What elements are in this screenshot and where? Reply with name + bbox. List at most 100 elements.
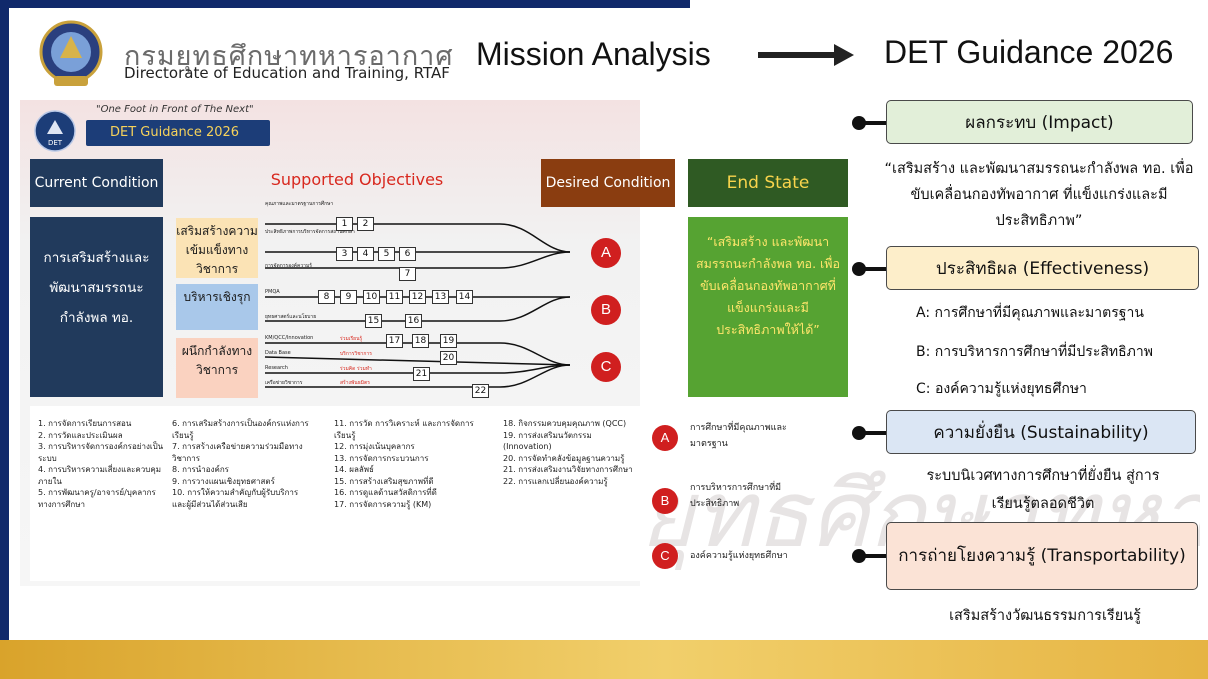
objective-box: 18 <box>412 334 429 348</box>
list-item: 14. ผลลัพธ์ <box>334 465 374 474</box>
connector-dot <box>852 116 866 130</box>
connector-line <box>862 554 886 558</box>
wire-red-label: ร่วมเรียนรู้ <box>340 336 363 342</box>
det-logo-icon: DET <box>34 110 76 152</box>
objective-box: 4 <box>357 247 374 261</box>
rtaf-emblem-logo <box>39 20 103 86</box>
list-item: 18. กิจกรรมควบคุมคุณภาพ (QCC) <box>503 419 627 428</box>
org-name-thai: กรมยุทธศึกษาทหารอากาศ <box>124 41 454 72</box>
objective-box: 15 <box>365 314 382 328</box>
legend-c-text: องค์ความรู้แห่งยุทธศึกษา <box>690 551 788 561</box>
list-item: 6. การเสริมสร้างการเป็นองค์กรแห่งการเรีย… <box>172 419 309 440</box>
legend-b-text: การบริหารการศึกษาที่มีประสิทธิภาพ <box>690 483 782 509</box>
org-name-english: Directorate of Education and Training, R… <box>124 64 450 82</box>
objective-box: 13 <box>432 290 449 304</box>
end-state-box: “เสริมสร้าง และพัฒนาสมรรถนะกำลังพล ทอ. เ… <box>688 217 848 397</box>
impact-box: ผลกระทบ (Impact) <box>886 100 1193 144</box>
connector-dot <box>852 549 866 563</box>
wire-red-label: สร้างพันธมิตร <box>340 380 370 386</box>
objective-box: 12 <box>409 290 426 304</box>
wire-label: Data Base <box>265 350 291 356</box>
top-navy-bar <box>0 0 690 8</box>
outcome-a-circle: A <box>591 238 621 268</box>
objectives-list-panel <box>30 406 640 581</box>
det-logo-text: DET <box>48 139 63 147</box>
list-item: 22. การแลกเปลี่ยนองค์ความรู้ <box>503 476 608 486</box>
wire-label: คุณภาพและมาตรฐานการศึกษา <box>265 201 334 207</box>
list-item: 21. การส่งเสริมงานวิจัยทางการศึกษา <box>503 465 633 474</box>
effectiveness-item-a: A: การศึกษาที่มีคุณภาพและมาตรฐาน <box>916 305 1144 321</box>
list-item: 13. การจัดการกระบวนการ <box>334 453 429 463</box>
list-item: 15. การสร้างเสริมสุขภาพที่ดี <box>334 476 434 486</box>
supported-objectives-header: Supported Objectives <box>270 170 444 189</box>
transportability-text: เสริมสร้างวัฒนธรรมการเรียนรู้ <box>949 608 1141 624</box>
objective-box: 16 <box>405 314 422 328</box>
desired-condition-header: Desired Condition <box>541 159 675 207</box>
objective-box: 14 <box>456 290 473 304</box>
list-item: 19. การส่งเสริมนวัตกรรม (Innovation) <box>503 430 592 452</box>
connector-dot <box>852 262 866 276</box>
wire-label: เครือข่ายวิชาการ <box>265 380 303 386</box>
sustainability-box: ความยั่งยืน (Sustainability) <box>886 410 1196 454</box>
connector-dot <box>852 426 866 440</box>
list-item: 16. การดูแลด้านสวัสดิการที่ดี <box>334 488 437 497</box>
wire-label: ประสิทธิภาพการบริหารจัดการสถานศึกษา <box>265 229 355 235</box>
objective-box: 19 <box>440 334 457 348</box>
list-item: 4. การบริหารความเสี่ยงและควบคุมภายใน <box>38 465 161 486</box>
list-item: 5. การพัฒนาครู/อาจารย์/บุคลากรทางการศึกษ… <box>38 488 156 509</box>
wire-red-label: ร่วมคิด ร่วมทำ <box>340 366 372 372</box>
objectives-column-3: 11. การวัด การวิเคราะห์ และการจัดการเรีย… <box>334 418 474 510</box>
objective-box: 6 <box>399 247 416 261</box>
wire-label: ยุทธศาสตร์และนโยบาย <box>265 314 317 320</box>
objective-box: 20 <box>440 351 457 365</box>
legend-c-circle: C <box>652 543 678 569</box>
end-state-header: End State <box>688 159 848 207</box>
right-arrow-icon <box>758 44 854 66</box>
left-navy-bar <box>0 0 9 679</box>
list-item: 17. การจัดการความรู้ (KM) <box>334 499 432 509</box>
slide-quote: "One Foot in Front of The Next" <box>96 104 254 115</box>
list-item: 9. การวางแผนเชิงยุทธศาสตร์ <box>172 476 275 486</box>
mission-analysis-title: Mission Analysis <box>476 36 711 72</box>
objective-box: 3 <box>336 247 353 261</box>
list-item: 10. การให้ความสำคัญกับผู้รับบริการและผู้… <box>172 488 299 509</box>
objective-box: 11 <box>386 290 403 304</box>
list-item: 12. การมุ่งเน้นบุคลากร <box>334 442 415 451</box>
list-item: 2. การวัดและประเมินผล <box>38 430 123 440</box>
connector-line <box>862 431 886 435</box>
effectiveness-item-b: B: การบริหารการศึกษาที่มีประสิทธิภาพ <box>916 344 1153 360</box>
wire-label: การจัดการองค์ความรู้ <box>265 263 312 269</box>
wire-label: Research <box>265 365 288 371</box>
objective-box: 7 <box>399 267 416 281</box>
objective-box: 21 <box>413 367 430 381</box>
transportability-box: การถ่ายโยงความรู้ (Transportability) <box>886 522 1198 590</box>
connector-line <box>862 121 886 125</box>
objective-box: 1 <box>336 217 353 231</box>
legend-a-circle: A <box>652 425 678 451</box>
outcome-b-circle: B <box>591 295 621 325</box>
category-academic-collaboration: ผนึกกำลังทางวิชาการ <box>176 338 258 398</box>
category-academic-strength: เสริมสร้างความเข้มแข็งทางวิชาการ <box>176 218 258 278</box>
objective-box: 22 <box>472 384 489 398</box>
objectives-column-4: 18. กิจกรรมควบคุมคุณภาพ (QCC) 19. การส่ง… <box>503 418 637 487</box>
impact-text: “เสริมสร้าง และพัฒนาสมรรถนะกำลังพล ทอ. เ… <box>884 161 1194 229</box>
list-item: 20. การจัดทำคลังข้อมูลฐานความรู้ <box>503 453 625 463</box>
list-item: 7. การสร้างเครือข่ายความร่วมมือทางวิชากา… <box>172 442 303 463</box>
bottom-gold-band <box>0 640 1208 679</box>
objective-box: 9 <box>340 290 357 304</box>
sustainability-text: ระบบนิเวศทางการศึกษาที่ยั่งยืน สู่การเรี… <box>926 468 1160 512</box>
objective-box: 8 <box>318 290 335 304</box>
list-item: 8. การนำองค์กร <box>172 465 229 474</box>
list-item: 1. การจัดการเรียนการสอน <box>38 419 132 428</box>
effectiveness-box: ประสิทธิผล (Effectiveness) <box>886 246 1199 290</box>
connector-line <box>862 267 886 271</box>
legend-a-text: การศึกษาที่มีคุณภาพและมาตรฐาน <box>690 423 787 449</box>
objective-box: 2 <box>357 217 374 231</box>
current-condition-header: Current Condition <box>30 159 163 207</box>
legend-b-circle: B <box>652 488 678 514</box>
objectives-column-2: 6. การเสริมสร้างการเป็นองค์กรแห่งการเรีย… <box>172 418 312 510</box>
objective-box: 17 <box>386 334 403 348</box>
wire-label: PMQA <box>265 289 280 295</box>
objective-wiring-diagram <box>264 223 571 388</box>
outcome-c-circle: C <box>591 352 621 382</box>
